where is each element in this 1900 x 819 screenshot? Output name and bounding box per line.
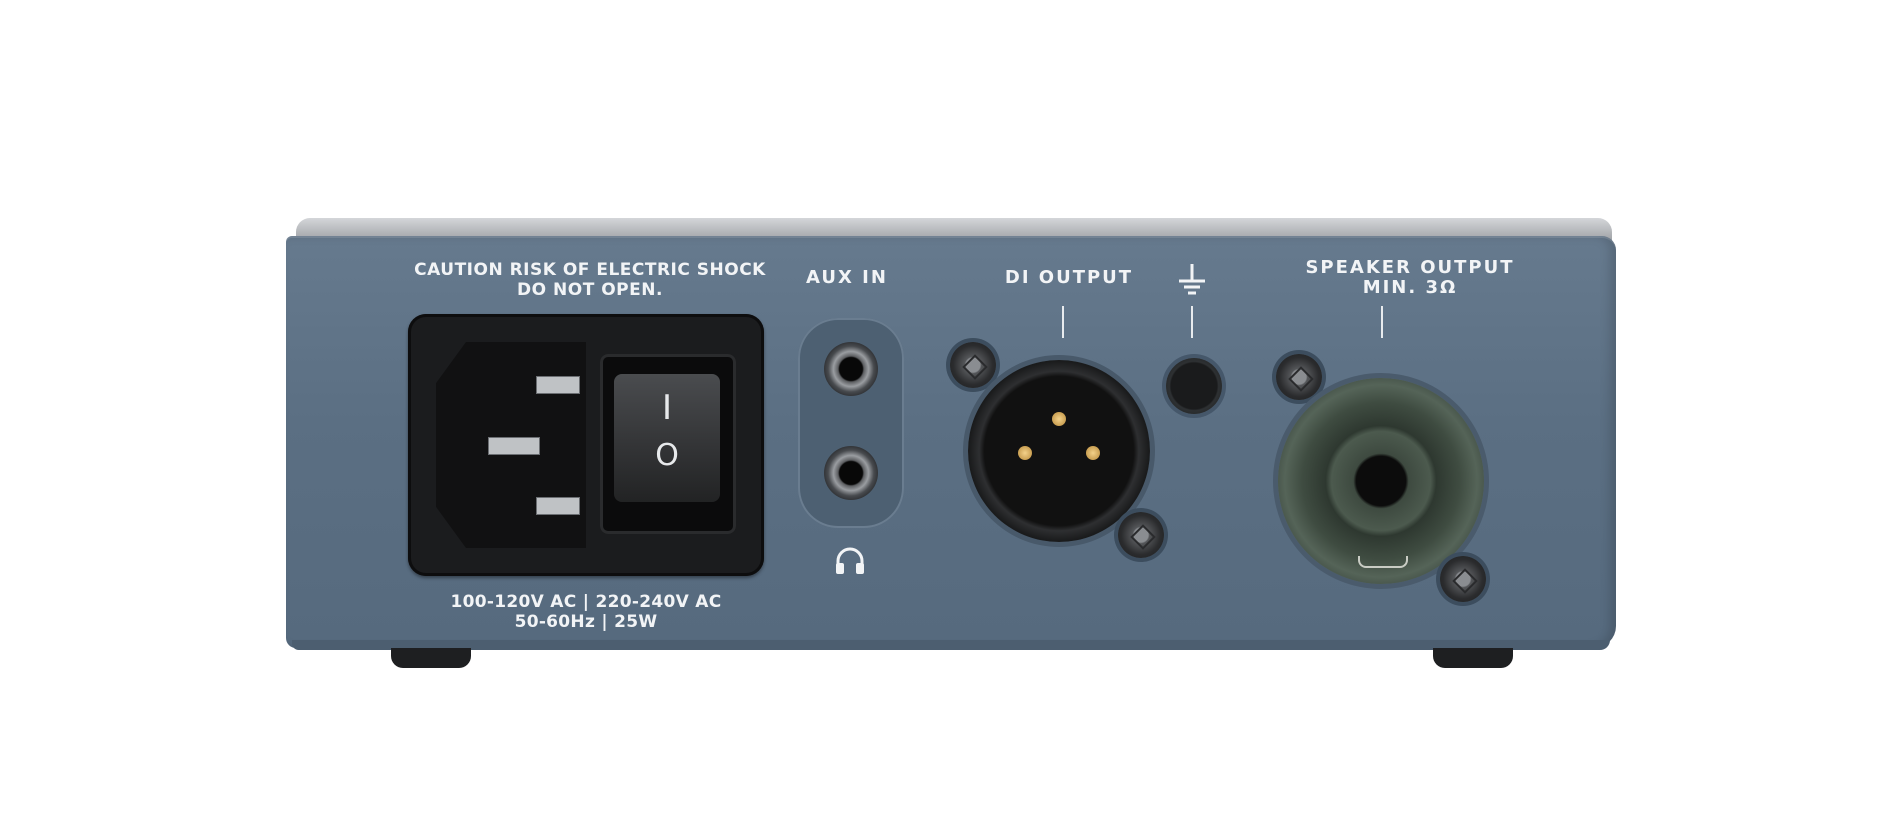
- headphones-icon: [836, 547, 864, 574]
- iec-pin-line: [536, 376, 580, 394]
- ground-symbol-icon: [1179, 264, 1205, 295]
- speaker-output-title: SPEAKER OUTPUT: [1305, 257, 1515, 278]
- ground-lift-button[interactable]: [1166, 358, 1222, 414]
- speakon-latch: [1358, 556, 1408, 568]
- power-rocker-switch[interactable]: I O: [614, 374, 720, 502]
- aux-in-jack[interactable]: [824, 342, 878, 396]
- speakon-screw-top: [1276, 354, 1322, 400]
- headphone-jack[interactable]: [824, 446, 878, 500]
- xlr-pin-3: [1086, 446, 1100, 460]
- speaker-output-speakon-connector[interactable]: [1278, 378, 1484, 584]
- switch-off-mark: O: [655, 438, 679, 473]
- di-output-label: DI OUTPUT: [1004, 267, 1134, 288]
- di-output-tick: [1062, 306, 1064, 338]
- speaker-output-label: SPEAKER OUTPUT MIN. 3Ω: [1260, 258, 1560, 298]
- panel-bottom-edge: [292, 640, 1610, 650]
- di-output-xlr-connector[interactable]: [968, 360, 1150, 542]
- caution-strong: CAUTION: [414, 260, 504, 280]
- xlr-pin-2: [1018, 446, 1032, 460]
- caution-label: CAUTION RISK OF ELECTRIC SHOCK DO NOT OP…: [410, 260, 770, 300]
- power-switch-well: I O: [600, 354, 736, 534]
- speakon-screw-bottom: [1440, 556, 1486, 602]
- speaker-output-min: MIN. 3Ω: [1362, 277, 1458, 298]
- xlr-screw-top: [950, 342, 996, 388]
- aux-jack-plate: [798, 318, 904, 528]
- xlr-screw-bottom: [1118, 512, 1164, 558]
- iec-pin-earth: [488, 437, 540, 455]
- caution-rest: RISK OF ELECTRIC SHOCK: [509, 260, 766, 280]
- caution-line2: DO NOT OPEN.: [517, 280, 663, 300]
- rubber-foot-right: [1433, 648, 1513, 668]
- rubber-foot-left: [391, 648, 471, 668]
- power-spec-line1: 100-120V AC | 220-240V AC: [450, 592, 722, 612]
- iec-power-socket[interactable]: [436, 342, 586, 548]
- xlr-pin-1: [1052, 412, 1066, 426]
- power-spec-line2: 50-60Hz | 25W: [514, 612, 658, 632]
- iec-pin-neutral: [536, 497, 580, 515]
- ground-tick: [1191, 306, 1193, 338]
- switch-on-mark: I: [661, 388, 673, 428]
- power-spec-label: 100-120V AC | 220-240V AC 50-60Hz | 25W: [436, 592, 736, 632]
- aux-in-label: AUX IN: [806, 267, 888, 288]
- power-entry-module: I O: [408, 314, 764, 576]
- speaker-output-tick: [1381, 306, 1383, 338]
